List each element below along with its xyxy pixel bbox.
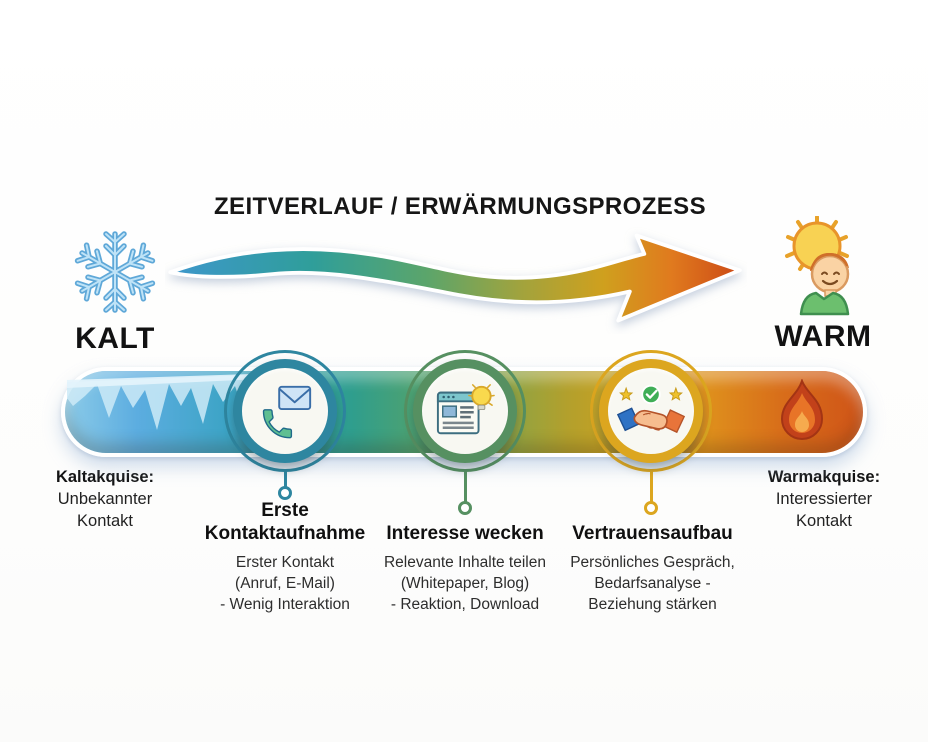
milestone-circle: [599, 359, 703, 463]
milestone-outer-ring: [590, 350, 712, 472]
milestone-circle: [233, 359, 337, 463]
stage-build-trust: Vertrauensaufbau Persönliches Gespräch, …: [545, 498, 760, 615]
flame-icon: [780, 379, 824, 440]
stage-title: Interesse wecken: [360, 498, 570, 545]
warm-caption-title: Warmakquise:: [767, 468, 881, 486]
connector-dot: [458, 501, 472, 515]
milestone-circle: [413, 359, 517, 463]
connector-dot: [278, 486, 292, 500]
warm-endpoint: WARM: [738, 216, 908, 354]
phone-mail-icon: [262, 385, 312, 439]
warm-caption-line: Interessierter: [775, 490, 873, 508]
stage-description: Persönliches Gespräch, Bedarfsanalyse - …: [545, 552, 760, 615]
stage-description-line: (Anruf, E-Mail): [235, 575, 335, 592]
stage-description-line: Relevante Inhalte teilen: [383, 554, 546, 571]
stage-create-interest: Interesse wecken Relevante Inhalte teile…: [360, 498, 570, 615]
connector-line: [650, 471, 653, 502]
stage-description-line: (Whitepaper, Blog): [400, 575, 530, 592]
snowflake-icon: [69, 226, 161, 318]
handshake-icon: [616, 384, 686, 434]
stage-title: Vertrauensaufbau: [545, 498, 760, 545]
cold-caption-line: Unbekannter: [57, 490, 153, 508]
stage-description-line: - Wenig Interaktion: [220, 596, 350, 613]
warm-caption: Warmakquise: Interessierter Kontakt: [744, 466, 904, 532]
cold-caption-title: Kaltakquise:: [55, 468, 155, 486]
stage-title: Erste Kontaktaufnahme: [187, 498, 383, 545]
stage-description: Erster Kontakt (Anruf, E-Mail) - Wenig I…: [187, 552, 383, 615]
cold-label: KALT: [75, 322, 155, 355]
stage-first-contact: Erste Kontaktaufnahme Erster Kontakt (An…: [187, 498, 383, 615]
warm-label: WARM: [774, 320, 872, 353]
stage-description-line: - Reaktion, Download: [390, 596, 540, 613]
connector-dot: [644, 501, 658, 515]
warm-caption-line: Kontakt: [796, 512, 852, 530]
page-title: ZEITVERLAUF / ERWÄRMUNGSPROZESS: [214, 193, 706, 220]
cold-endpoint: KALT: [30, 226, 200, 356]
sun-person-icon: [785, 216, 850, 316]
stage-description: Relevante Inhalte teilen (Whitepaper, Bl…: [360, 552, 570, 615]
stage-title-line: Kontaktaufnahme: [204, 523, 366, 544]
stage-title-line: Interesse wecken: [386, 523, 544, 544]
timeline-arrow-icon: [168, 233, 742, 323]
connector-line: [464, 471, 467, 502]
stage-description-line: Erster Kontakt: [235, 554, 335, 571]
stage-description-line: Persönliches Gespräch,: [570, 554, 735, 571]
stage-title-line: Vertrauensaufbau: [572, 523, 733, 544]
stage-description-line: Bedarfsanalyse -: [594, 575, 711, 592]
ice-texture-icon: [67, 373, 282, 430]
cold-caption: Kaltakquise: Unbekannter Kontakt: [25, 466, 185, 532]
milestone-outer-ring: [404, 350, 526, 472]
cold-caption-line: Kontakt: [77, 512, 133, 530]
stage-description-line: Beziehung stärken: [588, 596, 717, 613]
connector-line: [284, 470, 287, 487]
webpage-lightbulb-icon: [436, 384, 495, 435]
stage-title-line: Erste: [261, 500, 309, 521]
